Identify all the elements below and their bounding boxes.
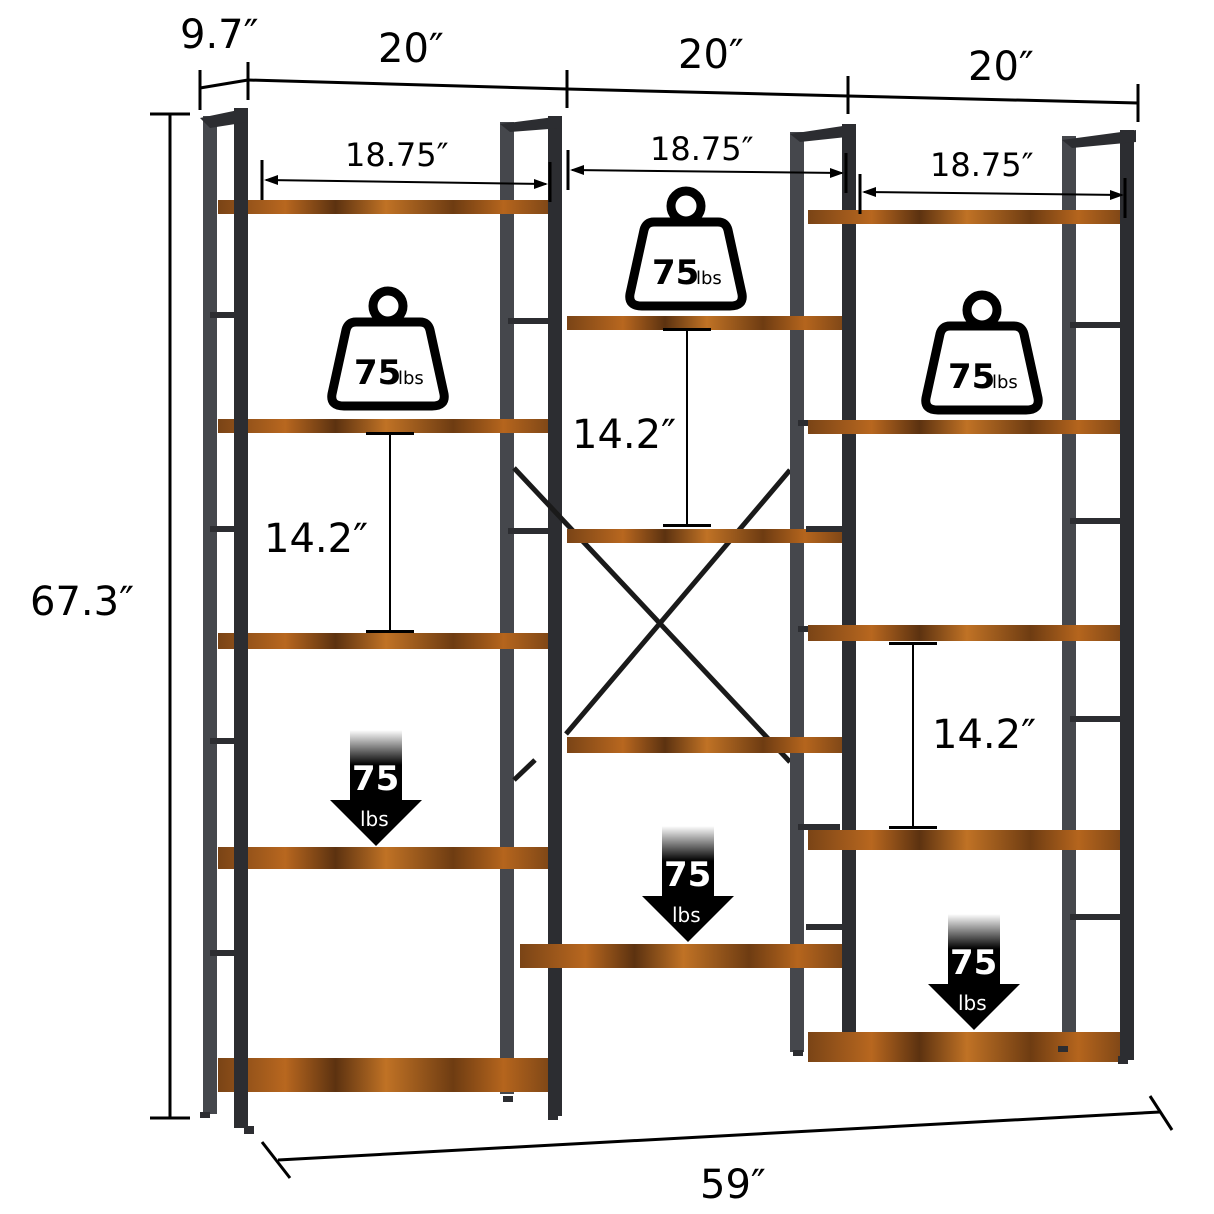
shelf-spacing-label-left: 14.2″: [264, 516, 368, 562]
total-width-dimension-line: [260, 1095, 1174, 1179]
inner-width-arrow-left: [260, 160, 552, 202]
svg-text:lbs: lbs: [958, 991, 987, 1015]
kettlebell-icon-right: 75 lbs: [921, 290, 1043, 415]
kettlebell-icon-center: 75 lbs: [625, 186, 747, 311]
total-height-label: 67.3″: [30, 579, 134, 625]
svg-text:75: 75: [352, 759, 399, 799]
section-width-label-center: 20″: [678, 32, 744, 78]
inner-width-label-center: 18.75″: [650, 130, 754, 168]
inner-width-label-right: 18.75″: [930, 146, 1034, 184]
height-dimension-line: [150, 112, 190, 1120]
total-width-label: 59″: [700, 1162, 766, 1208]
svg-text:75: 75: [948, 357, 995, 397]
svg-text:75: 75: [652, 253, 699, 293]
depth-label: 9.7″: [180, 12, 259, 58]
svg-text:lbs: lbs: [696, 268, 722, 289]
svg-text:lbs: lbs: [672, 903, 701, 927]
inner-width-arrow-right: [858, 174, 1127, 218]
kettlebell-icon-left: 75 lbs: [327, 286, 449, 411]
svg-text:75: 75: [664, 855, 711, 895]
shelf-spacing-marker-center: [663, 328, 711, 527]
top-dimension-lines: [198, 62, 1140, 122]
inner-width-arrow-center: [566, 150, 848, 193]
svg-text:lbs: lbs: [360, 807, 389, 831]
load-arrow-icon-left: 75 lbs: [330, 730, 422, 846]
shelf-section-left: [200, 108, 562, 1134]
shelf-spacing-marker-right: [889, 642, 937, 829]
section-width-label-right: 20″: [968, 44, 1034, 90]
svg-text:lbs: lbs: [992, 372, 1018, 393]
svg-text:75: 75: [950, 943, 997, 983]
shelf-spacing-label-right: 14.2″: [932, 712, 1036, 758]
load-arrow-icon-center: 75 lbs: [642, 826, 734, 942]
shelf-spacing-marker-left: [366, 432, 414, 633]
load-arrow-icon-right: 75 lbs: [928, 914, 1020, 1030]
inner-width-label-left: 18.75″: [345, 136, 449, 174]
section-width-label-left: 20″: [378, 26, 444, 72]
shelf-section-center: [512, 124, 856, 1056]
shelf-section-right: [806, 130, 1136, 1064]
shelf-spacing-label-center: 14.2″: [572, 412, 676, 458]
svg-text:lbs: lbs: [398, 368, 424, 389]
svg-text:75: 75: [354, 353, 401, 393]
